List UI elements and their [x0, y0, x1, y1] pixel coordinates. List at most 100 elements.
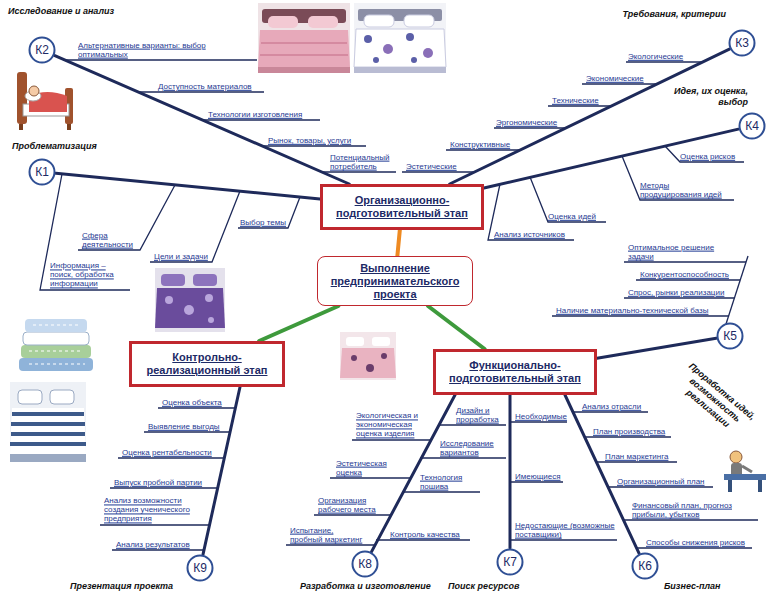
- photo-ground: [354, 3, 446, 73]
- photo-ground: [155, 268, 225, 332]
- branch-label: Сфера деятельности: [82, 231, 138, 249]
- project-box: Выполнение предпринимательского проекта: [317, 256, 473, 306]
- sleeper-head: [29, 86, 39, 96]
- linen-print: [29, 325, 85, 364]
- category-label: Бизнес-план: [664, 581, 734, 592]
- branch-line: [420, 457, 506, 458]
- branch-group: [488, 146, 744, 240]
- photo-ground: [10, 382, 86, 462]
- callout-ring: [30, 38, 55, 63]
- flower-print: [366, 364, 374, 372]
- callout-ring: [353, 552, 378, 577]
- branch-line: [636, 547, 752, 548]
- bedding-photo: [155, 268, 225, 332]
- bed-base: [10, 454, 86, 462]
- stage-title: Функционально-подготовительный этап: [442, 359, 588, 385]
- branch-line: [596, 461, 677, 462]
- branch-line: [624, 297, 734, 298]
- flower-print: [381, 353, 387, 359]
- branch-line: [78, 185, 175, 250]
- branch-line: [626, 61, 703, 62]
- branch-line: [144, 431, 231, 432]
- callout-circle: К9: [186, 554, 214, 582]
- branch-line: [438, 424, 506, 425]
- duvet: [258, 30, 350, 67]
- callout-circle: К4: [738, 112, 766, 140]
- stage-connector: [397, 230, 399, 256]
- branch-line: [510, 539, 617, 540]
- flower-print: [205, 294, 213, 302]
- pillow: [50, 390, 74, 404]
- callout-number: К4: [745, 119, 759, 133]
- callout-circle: К5: [716, 322, 744, 350]
- photo-ground: [340, 332, 396, 380]
- branch-label: Выявление выгоды: [148, 422, 224, 431]
- branch-label: Исследование вариантов: [440, 439, 502, 457]
- branch-line: [376, 539, 470, 540]
- branch-line: [238, 197, 300, 228]
- branch-group: [510, 422, 617, 540]
- linen-stack: [19, 319, 93, 371]
- bone-line: [55, 56, 349, 184]
- branch-line: [352, 439, 432, 440]
- bedding-photo: [10, 382, 86, 462]
- duvet: [354, 29, 446, 67]
- duvet-fold: [260, 43, 348, 55]
- branch-label: Организация рабочего места: [318, 496, 384, 514]
- branch-line: [572, 411, 648, 412]
- branch-line: [623, 519, 758, 520]
- branch-label: Информация – поиск, обработка информации: [50, 261, 130, 289]
- branch-label: Финансовый план, прогноз прибыли, убытко…: [632, 501, 756, 519]
- branch-label: Дизайн и проработка: [456, 406, 504, 424]
- callout-ring: [188, 556, 213, 581]
- flower-print: [423, 48, 433, 58]
- stage-connector: [259, 306, 338, 341]
- branch-label: Выбор темы: [240, 218, 290, 227]
- branch-label: Анализ результатов: [116, 540, 198, 549]
- worker-head: [730, 451, 742, 463]
- branch-line: [665, 146, 744, 162]
- pillow: [364, 15, 394, 27]
- branch-label: Потенциальный потребитель: [330, 153, 394, 171]
- worker-arm: [742, 466, 752, 472]
- branch-line: [110, 487, 218, 488]
- branch-label: Выпуск пробной партии: [114, 478, 212, 487]
- branch-line: [510, 481, 563, 482]
- stage-title: Организационно-подготовительный этап: [329, 194, 475, 220]
- callout-number: К3: [735, 36, 749, 50]
- bed-cartoon: [17, 72, 73, 130]
- branch-label: Эстетические: [406, 162, 468, 171]
- category-label: Идея, их оценка, выбор: [648, 86, 748, 108]
- branch-label: Эстетическая оценка: [336, 459, 398, 477]
- work-table: [724, 474, 766, 480]
- branch-spine: [726, 256, 748, 324]
- branch-line: [510, 421, 567, 422]
- branch-label: Эргономические: [496, 118, 562, 127]
- branch-line: [530, 177, 606, 222]
- branch-label: Наличие материально-технической базы: [556, 306, 724, 315]
- branch-line: [314, 514, 392, 515]
- callout-ring: [498, 550, 523, 575]
- branch-group: [286, 425, 506, 545]
- callout-ring: [740, 114, 765, 139]
- branch-label: Анализ отрасли: [582, 402, 646, 411]
- branch-line: [402, 491, 480, 492]
- branch-line: [494, 127, 566, 128]
- branch-label: Конструктивные: [450, 140, 516, 149]
- branch-line: [262, 145, 366, 146]
- branch-line: [636, 279, 740, 280]
- stage-box: Контрольно-реализационный этап: [129, 341, 285, 387]
- project-title: Выполнение предпринимательского проекта: [324, 262, 466, 301]
- callout-number: К7: [503, 555, 517, 569]
- pillow: [308, 16, 338, 28]
- photo-ground: [258, 3, 350, 73]
- category-label: Проблематизация: [12, 141, 122, 152]
- duvet: [340, 348, 396, 378]
- callout-number: К5: [723, 329, 737, 343]
- branch-label: Оптимальное решение задачи: [628, 243, 742, 261]
- branch-line: [100, 524, 210, 525]
- branch-line: [118, 457, 225, 458]
- callout-ring: [30, 160, 55, 185]
- flower-print: [406, 33, 414, 41]
- pillow: [193, 274, 217, 286]
